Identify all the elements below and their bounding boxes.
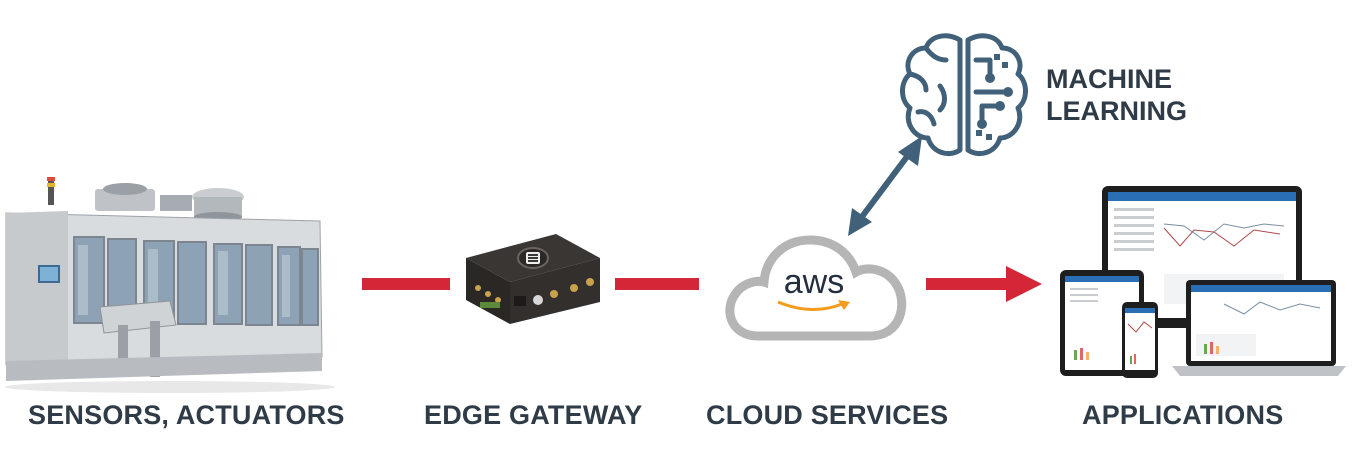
label-applications: APPLICATIONS bbox=[1082, 400, 1284, 430]
label-edge-gateway: EDGE GATEWAY bbox=[424, 400, 643, 430]
cloud-services-icon bbox=[718, 224, 910, 344]
edge-gateway-device-image bbox=[458, 228, 604, 340]
industrial-machine-image bbox=[0, 175, 340, 397]
connector-line-sensors-gateway bbox=[362, 278, 450, 290]
machine-learning-title-line1: MACHINE bbox=[1046, 64, 1172, 94]
applications-devices-image bbox=[1054, 184, 1346, 380]
brain-circuit-icon bbox=[896, 30, 1032, 164]
connector-line-gateway-cloud bbox=[615, 278, 699, 290]
machine-learning-arrow bbox=[840, 130, 930, 242]
machine-learning-title-line2: LEARNING bbox=[1046, 96, 1187, 126]
connector-arrow-cloud-applications bbox=[926, 266, 1046, 302]
aws-logo-text: aws bbox=[783, 263, 845, 301]
label-cloud-services: CLOUD SERVICES bbox=[706, 400, 949, 430]
label-sensors-actuators: SENSORS, ACTUATORS bbox=[28, 400, 345, 430]
aws-smile-icon bbox=[772, 298, 856, 316]
